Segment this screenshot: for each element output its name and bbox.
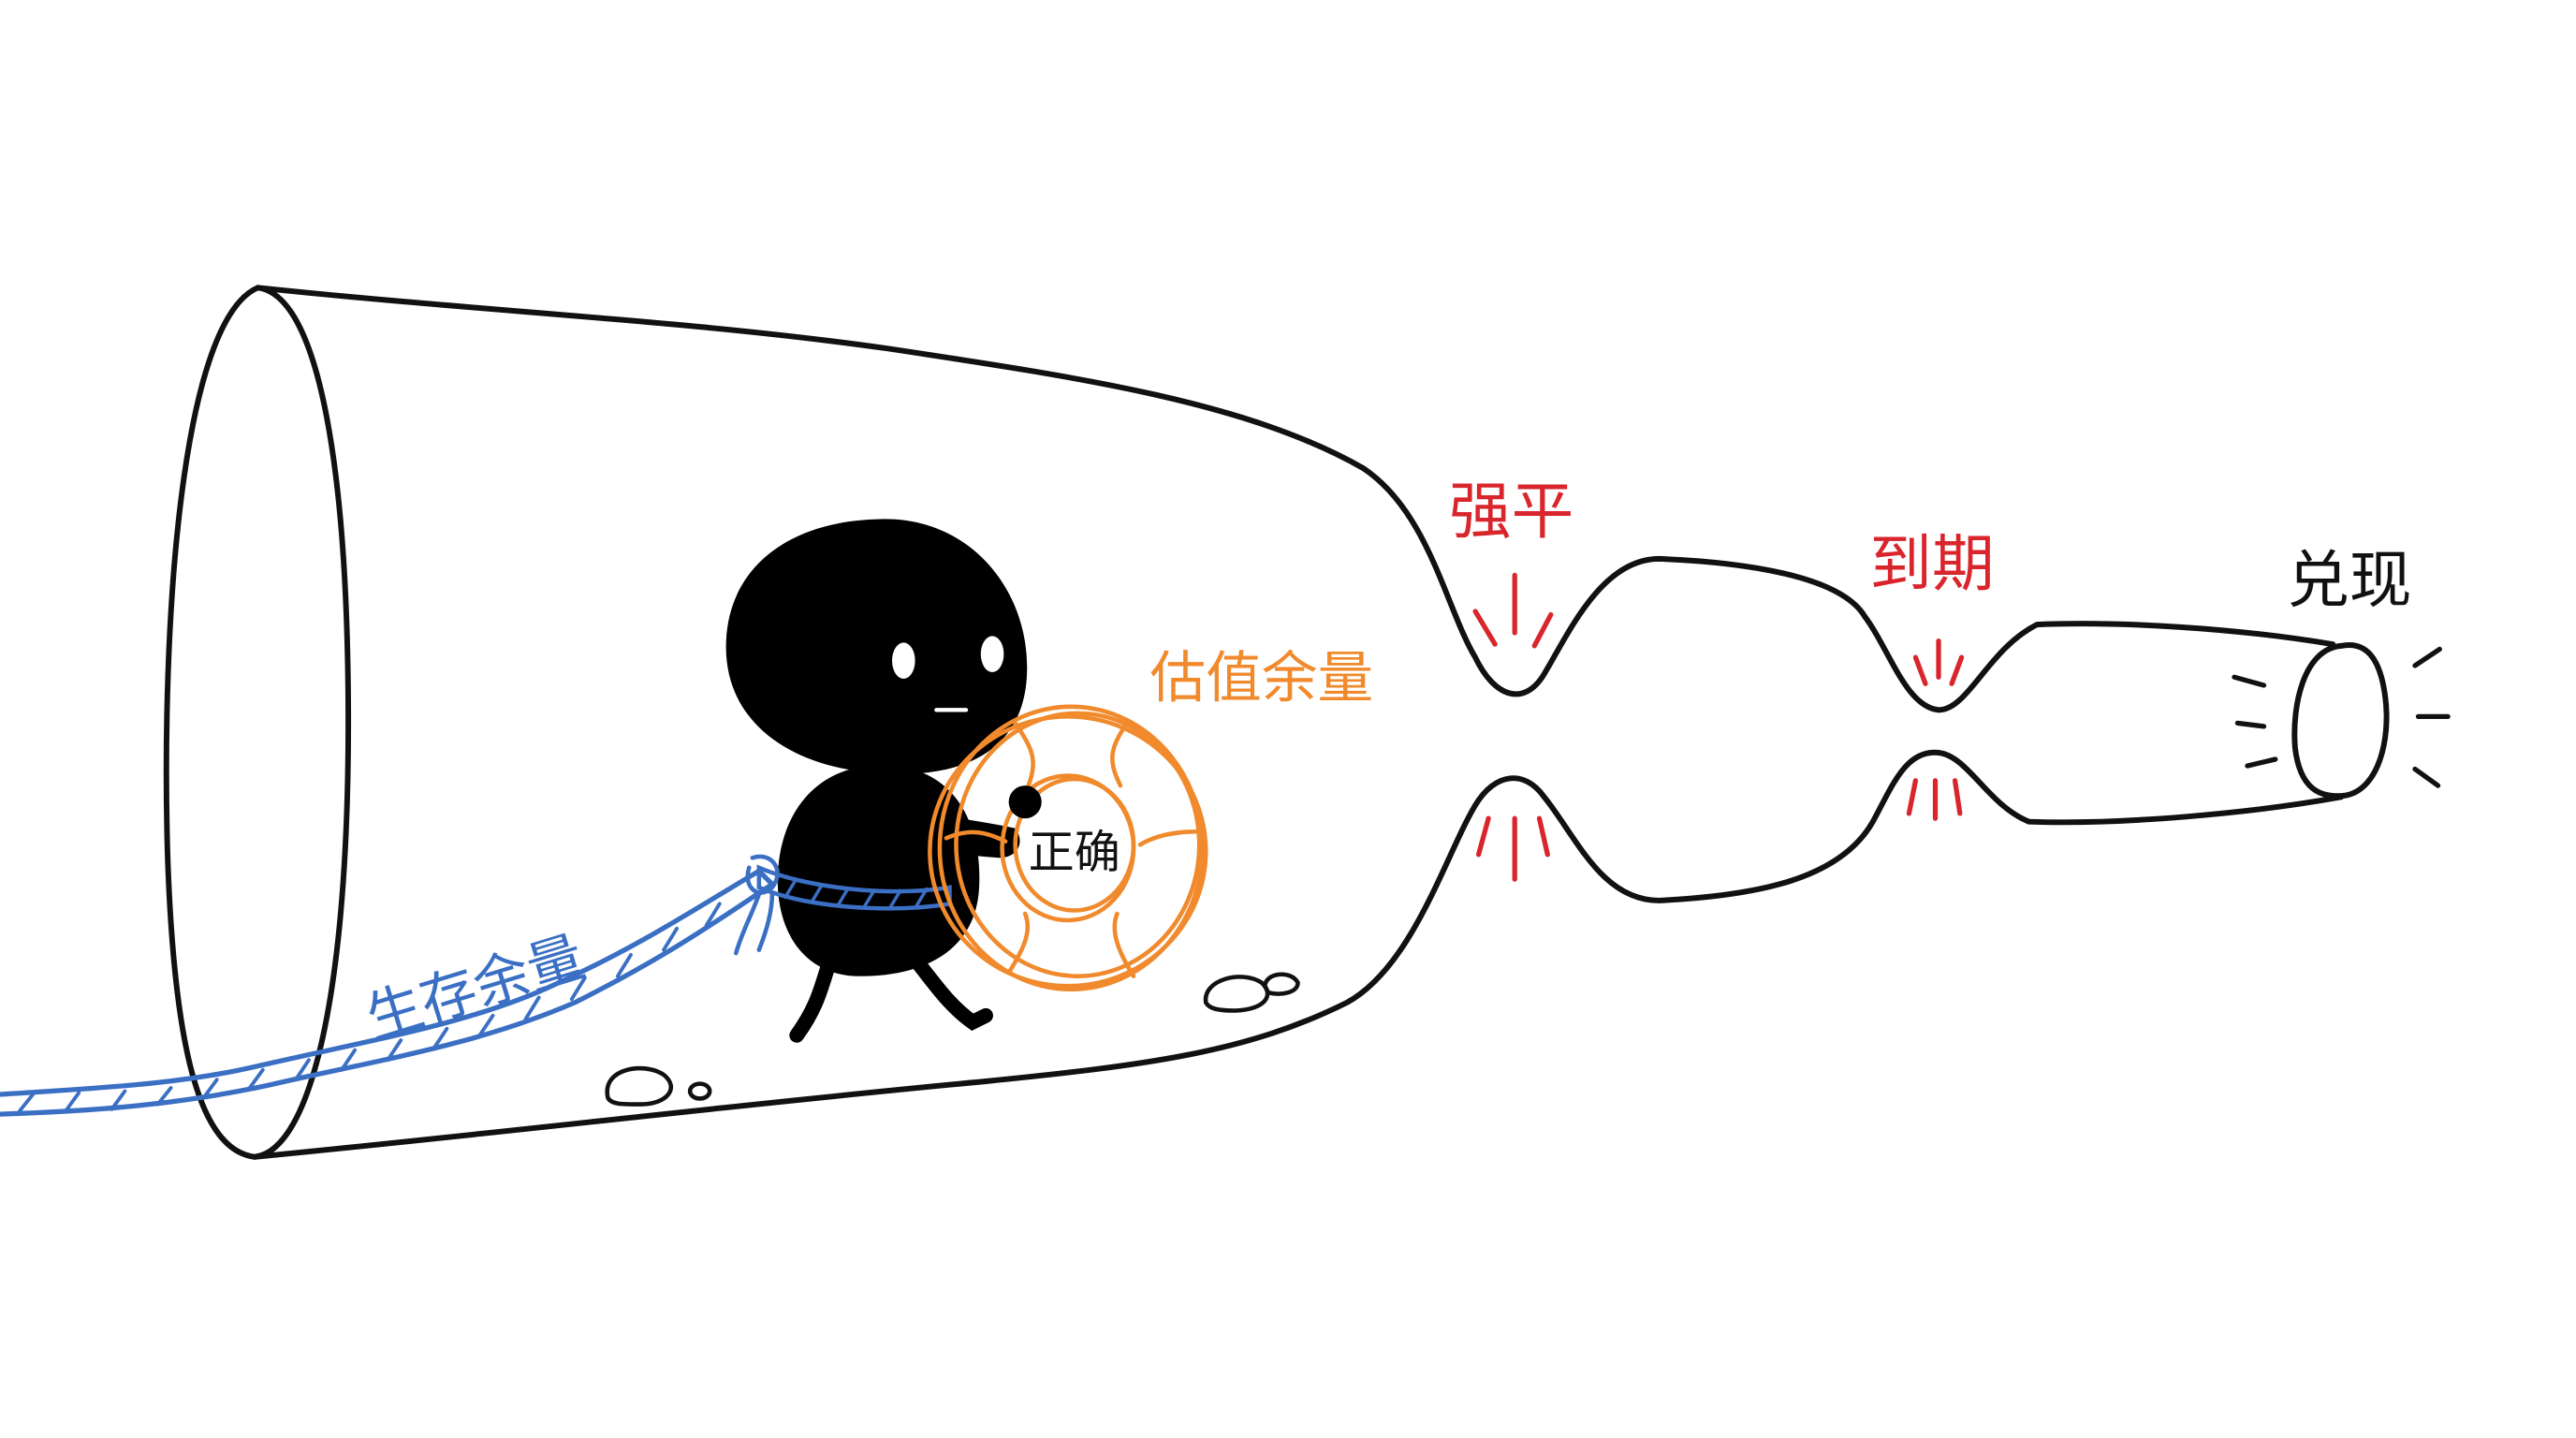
pinch-mark-forced-liquidation-bottom: [1475, 815, 1550, 882]
label-valuation-margin: 估值余量: [1150, 646, 1374, 711]
figure-hand: [1008, 785, 1042, 819]
label-expiry: 到期: [1869, 527, 1994, 600]
label-forced-liquidation: 强平: [1449, 475, 1573, 548]
figure: [725, 519, 1028, 1043]
figure-leg-right: [909, 953, 993, 1032]
funnel-mouth: [163, 285, 352, 1160]
label-redemption: 兑现: [2287, 544, 2411, 617]
funnel-bottom-wall: [252, 749, 2345, 1160]
label-survival-margin: 生存余量: [359, 925, 592, 1052]
figure-eye-right: [980, 636, 1004, 672]
pebble: [687, 1081, 712, 1101]
outlet-rays: [2232, 646, 2451, 788]
pebble: [1203, 975, 1270, 1013]
funnel-outline: [163, 285, 2390, 1160]
funnel-top-wall: [255, 285, 2336, 713]
pebbles: [605, 972, 1300, 1107]
figure-leg-left: [789, 953, 838, 1043]
funnel-outlet: [2291, 642, 2390, 800]
pinch-mark-expiry-top: [1912, 638, 1965, 686]
pebble: [605, 1065, 674, 1107]
pinch-marks: [1472, 572, 1965, 882]
label-correct: 正确: [1029, 825, 1120, 879]
pinch-mark-forced-liquidation-top: [1472, 572, 1554, 649]
pinch-mark-expiry-bottom: [1906, 778, 1963, 821]
figure-eye-left: [892, 642, 915, 679]
life-buoy: [928, 704, 1208, 991]
pebble: [1263, 972, 1300, 996]
